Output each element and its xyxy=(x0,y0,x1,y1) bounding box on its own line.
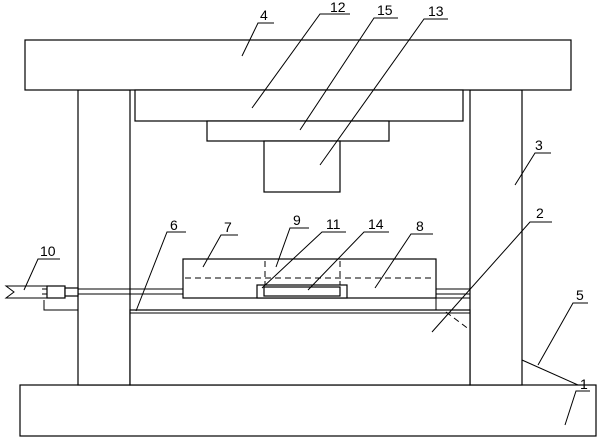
support-brace xyxy=(521,359,579,386)
callout-15: 15 xyxy=(377,2,393,18)
lower-table-hidden-line xyxy=(445,311,471,331)
callout-14: 14 xyxy=(368,216,384,232)
leader-7 xyxy=(202,234,238,268)
leader-11 xyxy=(261,231,346,289)
lower-table xyxy=(129,309,471,386)
upper-die-holder xyxy=(134,89,464,122)
pusher-coupler xyxy=(64,287,79,297)
leader-13 xyxy=(319,18,448,166)
callout-11: 11 xyxy=(326,216,341,232)
callout-1: 1 xyxy=(580,376,588,392)
callout-5: 5 xyxy=(576,287,584,303)
leader-15 xyxy=(299,17,398,131)
callout-9: 9 xyxy=(293,212,301,228)
callout-2: 2 xyxy=(536,205,544,221)
punch xyxy=(263,140,341,193)
leader-8 xyxy=(374,233,433,289)
callout-3: 3 xyxy=(535,137,543,153)
right-column xyxy=(469,89,523,386)
callout-8: 8 xyxy=(416,218,424,234)
callout-10: 10 xyxy=(40,243,56,259)
pusher-block xyxy=(46,285,66,299)
leader-9 xyxy=(275,227,309,268)
leader-3 xyxy=(514,152,551,186)
callout-7: 7 xyxy=(224,219,232,235)
workpiece xyxy=(263,286,341,297)
top-plate xyxy=(24,39,572,91)
leader-12 xyxy=(251,13,350,109)
lower-die-step xyxy=(435,297,471,311)
left-bracket xyxy=(43,300,78,311)
leader-5 xyxy=(537,302,588,366)
callout-4: 4 xyxy=(260,7,268,23)
leader-1 xyxy=(564,390,590,426)
leader-10 xyxy=(23,258,60,291)
leader-14 xyxy=(307,231,389,291)
callout-13: 13 xyxy=(428,3,444,19)
left-column xyxy=(77,89,131,386)
leader-lines xyxy=(23,13,590,426)
base-plate xyxy=(19,384,597,437)
leader-4 xyxy=(241,22,274,57)
callout-numbers: 1 2 3 4 5 6 7 8 9 10 11 12 13 14 15 xyxy=(40,0,588,392)
callout-12: 12 xyxy=(330,0,346,15)
leader-6 xyxy=(135,231,186,312)
upper-die-plate xyxy=(206,120,390,142)
leader-2 xyxy=(431,221,552,333)
pusher-rod-tip xyxy=(4,285,47,299)
callout-6: 6 xyxy=(170,217,178,233)
